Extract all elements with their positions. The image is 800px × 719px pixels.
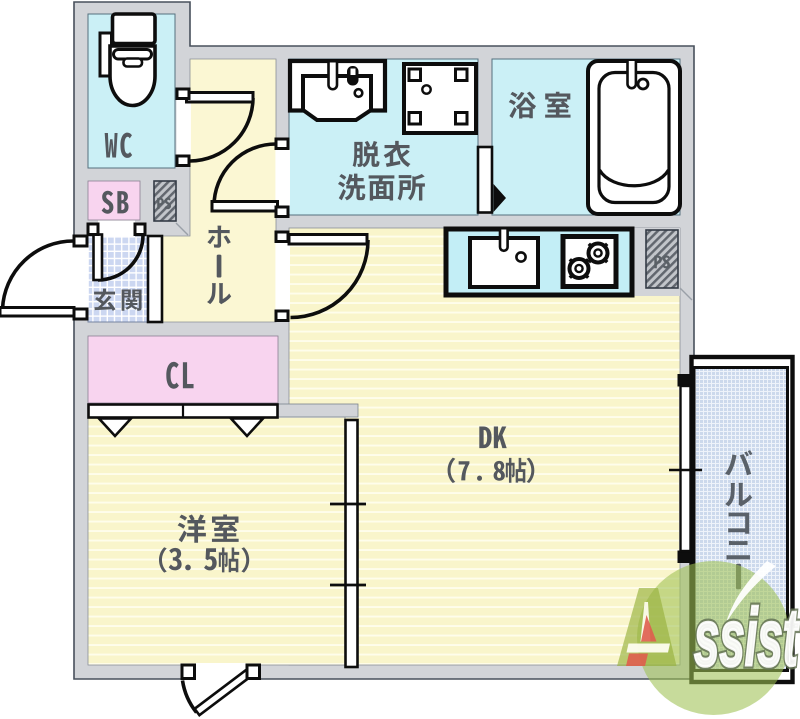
svg-text:ssist: ssist [694, 593, 800, 684]
svg-text:ssist: ssist [694, 593, 800, 684]
